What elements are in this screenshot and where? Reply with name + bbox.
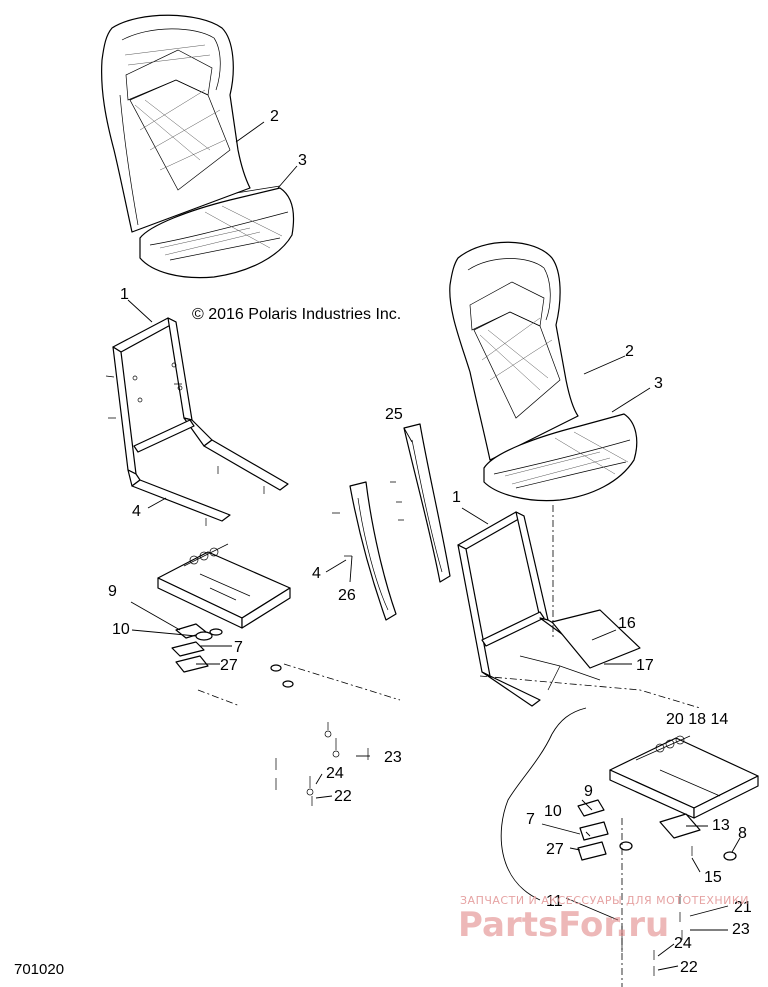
callout-8: 8 [738, 825, 747, 842]
callout-26: 26 [338, 587, 356, 604]
callout-10-right: 10 [544, 803, 562, 820]
callout-7-right: 7 [526, 811, 535, 828]
callout-7-left: 7 [234, 639, 243, 656]
centerlines [197, 505, 701, 987]
leader-lines [127, 121, 741, 971]
callout-22-left: 22 [334, 788, 352, 805]
callout-1-right: 1 [452, 489, 461, 506]
callout-13: 13 [712, 817, 730, 834]
callout-27-left: 27 [220, 657, 238, 674]
seat-frame-right [457, 511, 601, 707]
callout-10-left: 10 [112, 621, 130, 638]
seat-frame-left [105, 317, 289, 526]
callout-27-right: 27 [546, 841, 564, 858]
callout-3-left: 3 [298, 152, 307, 169]
callout-9-right: 9 [584, 783, 593, 800]
callout-11: 11 [546, 893, 563, 910]
copyright-notice: © 2016 Polaris Industries Inc. [192, 306, 401, 323]
callout-23-left: 23 [384, 749, 402, 766]
side-brackets [332, 423, 451, 621]
callout-2-left: 2 [270, 108, 279, 125]
callout-25: 25 [385, 406, 403, 423]
callout-21: 21 [734, 899, 752, 916]
callout-24-left: 24 [326, 765, 344, 782]
callout-1-left: 1 [120, 286, 129, 303]
callout-17: 17 [636, 657, 654, 674]
callout-24-right: 24 [674, 935, 692, 952]
seat-slider-left [157, 543, 291, 629]
hardware-left [171, 623, 369, 806]
callout-23-right: 23 [732, 921, 750, 938]
callout-20-18-14: 20 18 14 [666, 711, 728, 728]
callout-3-right: 3 [654, 375, 663, 392]
seat-slider-right [519, 609, 759, 976]
callout-2-right: 2 [625, 343, 634, 360]
seat-right [449, 241, 638, 502]
callout-15: 15 [704, 869, 722, 886]
callout-4-middle: 4 [312, 565, 321, 582]
callout-9-left: 9 [108, 583, 117, 600]
callout-16: 16 [618, 615, 636, 632]
watermark-brand: PartsFor.ru [458, 905, 669, 945]
watermark-tagline: ЗАПЧАСТИ И АКСЕССУАРЫ ДЛЯ МОТОТЕХНИКИ [460, 894, 749, 907]
callout-4-left: 4 [132, 503, 141, 520]
seat-left [101, 14, 295, 279]
drawing-number: 701020 [14, 961, 64, 978]
callout-22-right: 22 [680, 959, 698, 976]
